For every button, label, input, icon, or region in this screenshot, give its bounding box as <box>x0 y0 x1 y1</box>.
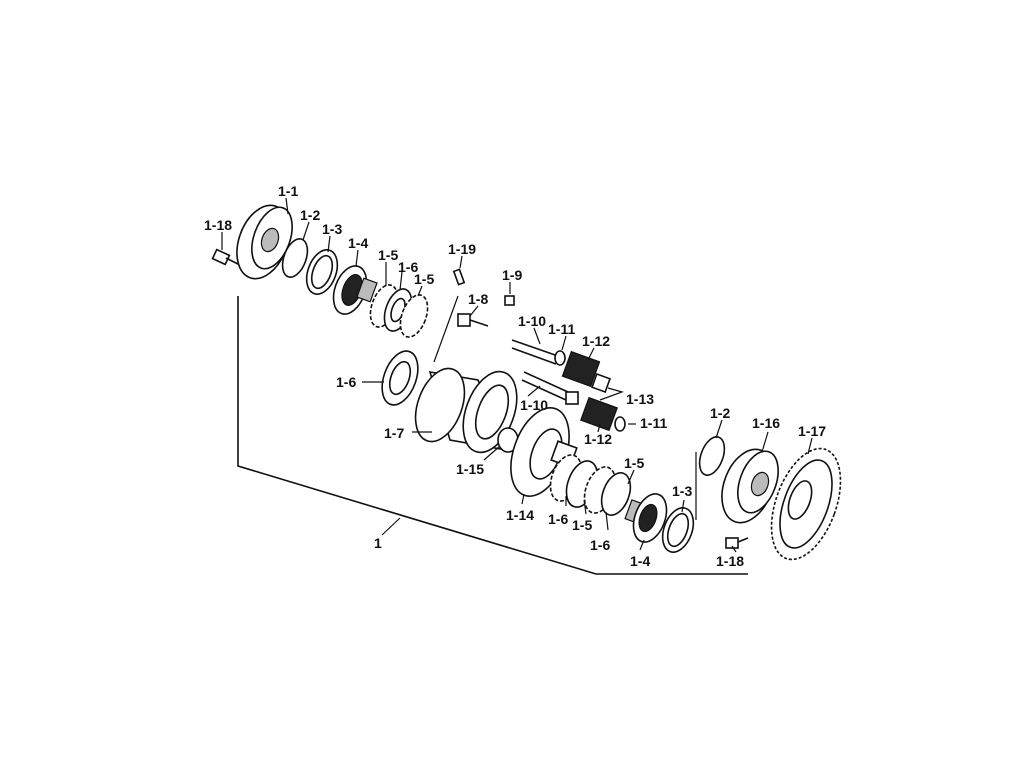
callout-1-19: 1-19 <box>448 241 476 257</box>
leader-1-19 <box>459 255 463 269</box>
side-gear-1-4a <box>332 265 378 315</box>
shaft-1-10b <box>521 371 579 405</box>
side-gear-1-4b <box>624 493 668 543</box>
callout-1-12: 1-12 <box>584 431 612 447</box>
callout-1-6: 1-6 <box>398 259 418 275</box>
callout-1-14: 1-14 <box>506 507 534 523</box>
washer-1-2a <box>281 238 309 278</box>
leader-1-8 <box>469 305 479 317</box>
callout-1-6: 1-6 <box>590 537 610 553</box>
bolt-1-8 <box>457 313 489 327</box>
leader-1-13 <box>599 387 624 401</box>
block-1-9 <box>504 295 515 306</box>
callout-1-18: 1-18 <box>204 217 232 233</box>
shaft-1-10a <box>511 339 559 365</box>
washer-1-11b <box>614 416 626 432</box>
leader-1-4a <box>355 249 359 267</box>
leader-1-16 <box>761 431 769 453</box>
callout-1-6: 1-6 <box>336 374 356 390</box>
leader-1-1 <box>285 197 289 215</box>
bolt-left <box>211 248 241 266</box>
callout-1-5: 1-5 <box>624 455 644 471</box>
leader-1-2a <box>302 221 310 241</box>
callout-1-5: 1-5 <box>378 247 398 263</box>
callout-1-7: 1-7 <box>384 425 404 441</box>
pinion-1-12b <box>580 396 618 432</box>
case-half-right <box>721 448 779 524</box>
callout-1-13: 1-13 <box>626 391 654 407</box>
callout-1-10: 1-10 <box>518 313 546 329</box>
callout-1-12: 1-12 <box>582 333 610 349</box>
plate-1-6b <box>381 350 419 406</box>
callout-1-2: 1-2 <box>300 207 320 223</box>
callout-1-11: 1-11 <box>548 321 575 337</box>
assembly-bracket <box>237 296 748 575</box>
leader-1-5c <box>627 469 635 485</box>
leader-housing-to-pin <box>433 295 459 363</box>
callout-1-3: 1-3 <box>322 221 342 237</box>
leader-1 <box>381 517 401 536</box>
callout-1-3: 1-3 <box>672 483 692 499</box>
callout-1-11: 1-11 <box>640 415 667 431</box>
leader-1-14 <box>521 493 525 505</box>
callout-1: 1 <box>374 535 382 551</box>
pin-1-19 <box>452 268 466 286</box>
leader-1-3a <box>327 235 331 253</box>
leader-1-3b <box>681 499 685 513</box>
callout-1-9: 1-9 <box>502 267 522 283</box>
leader-1-10b <box>527 385 541 397</box>
callout-1-2: 1-2 <box>710 405 730 421</box>
callout-1-4: 1-4 <box>630 553 650 569</box>
washer-1-3a <box>305 249 339 295</box>
callout-1-10: 1-10 <box>520 397 548 413</box>
callout-1-4: 1-4 <box>348 235 368 251</box>
callout-1-15: 1-15 <box>456 461 484 477</box>
leader-1-15 <box>483 445 501 461</box>
washer-1-2b <box>698 436 726 476</box>
leader-1-12a <box>587 347 595 361</box>
washer-1-3b <box>661 507 695 553</box>
leader-1-5d <box>583 499 587 515</box>
leader-1-18b <box>731 545 737 553</box>
callout-1-1: 1-1 <box>278 183 298 199</box>
callout-1-17: 1-17 <box>798 423 826 439</box>
leader-1-5b <box>417 285 423 297</box>
leader-1-10a <box>533 327 541 345</box>
flange-1-14 <box>510 407 578 497</box>
leader-1-6d <box>605 511 609 531</box>
callout-1-5: 1-5 <box>414 271 434 287</box>
callout-1-8: 1-8 <box>468 291 488 307</box>
plates-right <box>549 454 632 516</box>
callout-1-6: 1-6 <box>548 511 568 527</box>
leader-1-4b <box>639 539 645 551</box>
pinion-1-12a <box>561 350 611 393</box>
washer-1-11a <box>554 350 566 366</box>
callout-1-18: 1-18 <box>716 553 744 569</box>
plates-left <box>369 284 429 338</box>
leader-1-2b <box>715 419 723 439</box>
leader-1-6a <box>399 271 403 291</box>
callout-1-16: 1-16 <box>752 415 780 431</box>
ring-gear-1-17 <box>770 447 842 561</box>
leader-1-12b <box>597 423 601 433</box>
leader-1-17 <box>807 437 813 455</box>
leader-1-11a <box>561 335 567 351</box>
callout-1-5: 1-5 <box>572 517 592 533</box>
bolt-right <box>725 537 749 549</box>
